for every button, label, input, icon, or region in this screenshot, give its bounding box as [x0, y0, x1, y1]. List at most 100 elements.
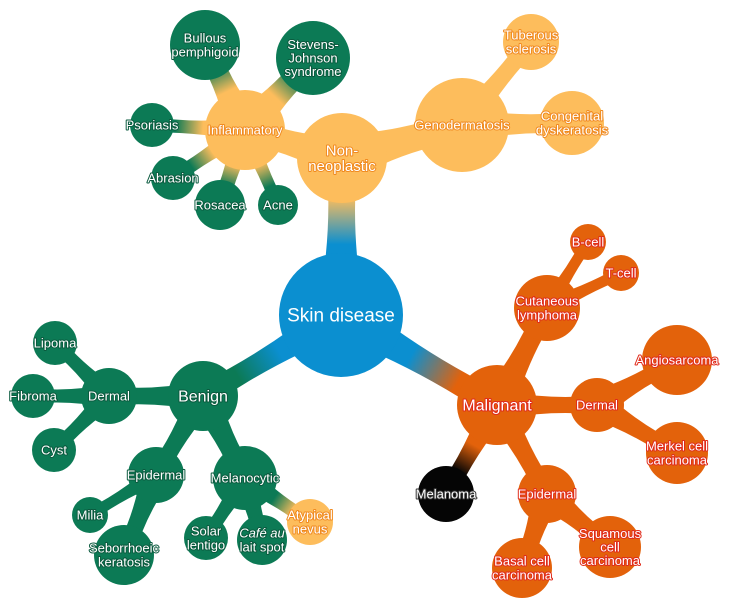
node-label: Fibroma: [9, 389, 57, 404]
node-label: B-cell: [572, 235, 605, 250]
node-label: Squamous: [579, 526, 642, 541]
node-malignant[interactable]: Malignant: [457, 365, 537, 445]
node-genodermatosis[interactable]: Genodermatosis: [413, 78, 511, 172]
node-label: Angiosarcoma: [635, 353, 719, 368]
node-label: Stevens-: [287, 37, 338, 52]
node-circle: [418, 466, 474, 522]
node-label: Atypical: [287, 508, 333, 523]
node-angiosarcoma[interactable]: Angiosarcoma: [634, 325, 720, 395]
node-label: Dermal: [576, 398, 618, 413]
node-circle: [646, 422, 708, 484]
node-label: Dermal: [88, 389, 130, 404]
node-label: T-cell: [605, 266, 636, 281]
node-melanoma[interactable]: Melanoma: [415, 466, 478, 522]
node-label: carcinoma: [647, 452, 708, 467]
node-circle: [195, 180, 245, 230]
node-circle: [32, 428, 76, 472]
node-root[interactable]: Skin disease: [279, 253, 403, 377]
node-label: nevus: [293, 521, 328, 536]
node-circle: [514, 275, 580, 341]
node-epidermal-malignant[interactable]: Epidermal: [517, 465, 577, 523]
node-label: Lipoma: [34, 336, 77, 351]
node-label: Genodermatosis: [414, 118, 510, 133]
node-inflammatory[interactable]: Inflammatory: [205, 90, 285, 170]
node-label: Bullous: [184, 31, 227, 46]
node-circle: [492, 538, 552, 598]
node-circle: [603, 255, 639, 291]
node-circle: [94, 525, 154, 585]
node-psoriasis[interactable]: Psoriasis: [125, 103, 180, 147]
node-dermal-malignant[interactable]: Dermal: [570, 378, 624, 432]
node-circle: [579, 516, 641, 578]
node-circle: [457, 365, 537, 445]
node-label: syndrome: [284, 64, 341, 79]
node-label: Milia: [77, 508, 104, 523]
node-circle: [213, 446, 277, 510]
node-milia[interactable]: Milia: [72, 497, 108, 533]
node-label: Inflammatory: [207, 123, 283, 138]
nodes: Skin disease Non-neoplastic Inflammatory Bu…: [8, 10, 720, 598]
node-circle: [415, 78, 509, 172]
node-benign[interactable]: Benign: [168, 361, 238, 431]
node-circle: [570, 224, 606, 260]
node-label: lymphoma: [517, 307, 578, 322]
node-label: sclerosis: [506, 41, 557, 56]
node-circle: [205, 90, 285, 170]
node-circle: [128, 447, 184, 503]
node-fibroma[interactable]: Fibroma: [8, 374, 59, 418]
node-bcell[interactable]: B-cell: [570, 224, 606, 260]
node-label: Cutaneous: [516, 294, 579, 309]
node-label: Epidermal: [518, 487, 577, 502]
node-nonneoplastic[interactable]: Non-neoplastic: [297, 113, 387, 203]
node-label: dyskeratosis: [536, 122, 609, 137]
node-label: lentigo: [187, 537, 225, 552]
node-label: Acne: [263, 198, 293, 213]
node-label: Melanocytic: [211, 471, 280, 486]
node-label: Non-: [326, 142, 359, 159]
node-label: Psoriasis: [126, 118, 179, 133]
node-label: Rosacea: [194, 198, 246, 213]
node-rosacea[interactable]: Rosacea: [193, 180, 247, 230]
node-label: Café au: [239, 526, 285, 541]
node-circle: [276, 21, 350, 95]
node-label: carcinoma: [492, 567, 553, 582]
node-label: Benign: [178, 389, 228, 406]
node-label: lait spot: [240, 539, 285, 554]
node-abrasion[interactable]: Abrasion: [146, 156, 200, 200]
node-label: Johnson: [288, 51, 337, 66]
node-lipoma[interactable]: Lipoma: [33, 321, 78, 365]
node-circle: [297, 113, 387, 203]
node-label: Cyst: [41, 443, 67, 458]
node-circle: [642, 325, 712, 395]
node-label: Basal cell: [494, 554, 550, 569]
node-label: neoplastic: [308, 158, 376, 175]
node-cyst[interactable]: Cyst: [32, 428, 76, 472]
node-circle: [72, 497, 108, 533]
node-circle: [130, 103, 174, 147]
node-epidermal-benign[interactable]: Epidermal: [126, 447, 186, 503]
node-dermal-benign[interactable]: Dermal: [81, 368, 137, 424]
node-label: Abrasion: [147, 171, 198, 186]
node-melanocytic[interactable]: Melanocytic: [210, 446, 281, 510]
node-label: Seborrhoeic: [89, 541, 160, 556]
node-circle: [81, 368, 137, 424]
node-acne[interactable]: Acne: [258, 185, 298, 225]
node-circle: [503, 14, 559, 70]
node-tcell[interactable]: T-cell: [603, 255, 639, 291]
node-circle: [170, 10, 240, 80]
node-circle: [237, 515, 287, 565]
node-label: Tuberous: [504, 28, 559, 43]
